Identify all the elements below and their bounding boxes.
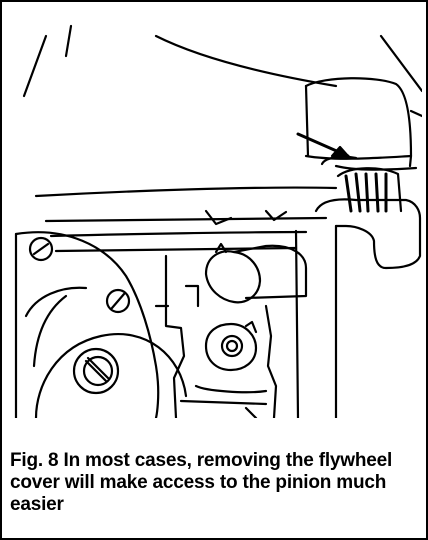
figure-caption: Fig. 8 In most cases, removing the flywh… bbox=[10, 450, 393, 515]
engine-illustration bbox=[6, 6, 422, 418]
engine-line-drawing bbox=[14, 24, 422, 418]
